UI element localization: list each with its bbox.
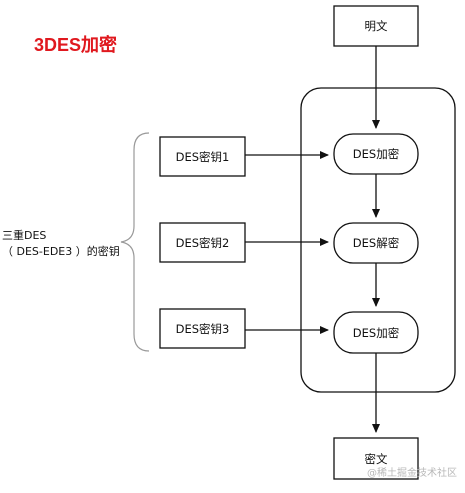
diagram-title: 3DES加密 (34, 35, 118, 55)
key2-label: DES密钥2 (176, 236, 230, 250)
encrypt2-label: DES加密 (353, 326, 399, 340)
decrypt-node (333, 222, 419, 264)
encrypt1-label: DES加密 (353, 147, 399, 161)
key-group-label-line1: 三重DES (2, 229, 47, 242)
des-process-container (300, 87, 456, 393)
encrypt1-node (333, 133, 419, 175)
decrypt-label: DES解密 (353, 236, 399, 250)
key3-box (159, 308, 246, 349)
ciphertext-label: 密文 (365, 452, 388, 466)
key-group-brace (120, 132, 150, 352)
key3-label: DES密钥3 (176, 322, 230, 336)
key-group-label: 三重DES （ DES-EDE3 ）的密钥 (2, 228, 137, 260)
watermark: @稀土掘金技术社区 (367, 468, 457, 479)
encrypt2-node (333, 311, 419, 354)
plaintext-label: 明文 (365, 19, 388, 33)
ciphertext-box (333, 437, 419, 480)
key1-box (159, 136, 246, 177)
key1-label: DES密钥1 (176, 150, 230, 164)
key-group-label-line2: （ DES-EDE3 ）的密钥 (2, 245, 120, 258)
